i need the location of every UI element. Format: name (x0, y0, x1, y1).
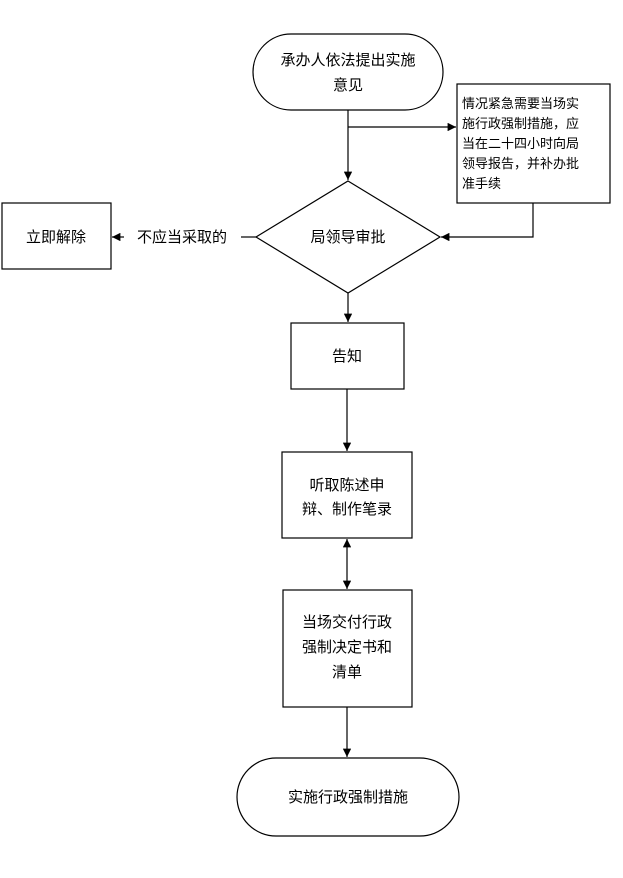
emergency-note-line-3: 当在二十四小时向局 (462, 136, 579, 152)
hearing-box-line-2: 辩、制作笔录 (302, 500, 392, 518)
notify-box-label: 告知 (332, 347, 362, 365)
hearing-box-line-1: 听取陈述申 (309, 476, 384, 494)
deliver-box-line-2: 强制决定书和 (302, 638, 392, 656)
release-box: 立即解除 (1, 202, 112, 270)
emergency-note-line-5: 准手续 (462, 177, 501, 192)
review-decision: 局领导审批 (254, 180, 442, 294)
start-node-line-1: 承办人依法提出实施 (280, 51, 415, 69)
emergency-note-box: 情况紧急需要当场实 施行政强制措施，应 当在二十四小时向局 领导报告，并补办批 … (456, 83, 611, 204)
end-node-label: 实施行政强制措施 (288, 788, 408, 806)
emergency-note-line-2: 施行政强制措施，应 (462, 116, 579, 132)
release-box-label: 立即解除 (26, 228, 86, 246)
deliver-box-line-3: 清单 (332, 663, 362, 681)
hearing-box: 听取陈述申 辩、制作笔录 (281, 451, 413, 539)
emergency-note-line-1: 情况紧急需要当场实 (462, 97, 579, 112)
end-node: 实施行政强制措施 (236, 757, 460, 837)
edge-emergency-to-review (441, 203, 534, 242)
emergency-note-line-4: 领导报告，并补办批 (462, 157, 579, 172)
start-node: 承办人依法提出实施 意见 (252, 33, 444, 111)
review-decision-label: 局领导审批 (310, 228, 385, 246)
notify-box: 告知 (290, 322, 405, 390)
edge-reject-label: 不应当采取的 (137, 228, 227, 246)
start-node-line-2: 意见 (333, 76, 363, 94)
deliver-box-line-1: 当场交付行政 (302, 613, 392, 631)
deliver-box: 当场交付行政 强制决定书和 清单 (282, 589, 413, 708)
